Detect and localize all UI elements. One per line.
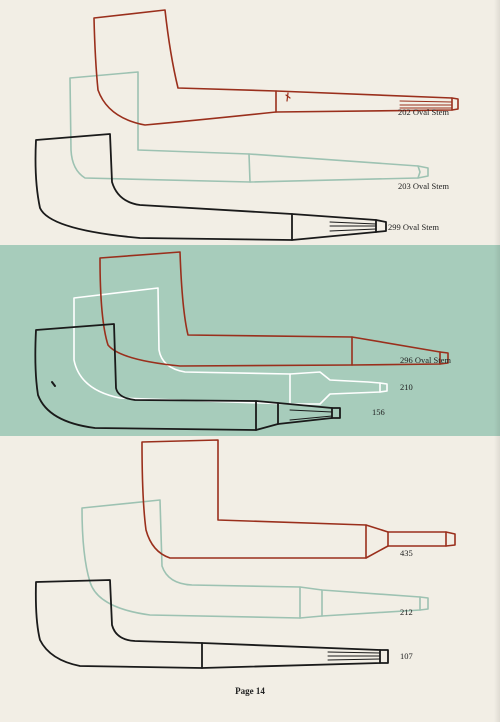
pipe-296-model: 296 <box>400 355 413 365</box>
page-number: Page 14 <box>235 686 265 696</box>
pipe-435-label: 435 <box>400 548 413 558</box>
pipe-156-label: 156 <box>372 407 385 417</box>
pipe-203-model: 203 <box>398 181 411 191</box>
pipe-203-stem: Oval Stem <box>412 181 449 191</box>
pipe-156-outline <box>34 323 341 431</box>
pipe-202-outline <box>93 9 459 126</box>
pipe-202-model: 202 <box>398 107 411 117</box>
green-band <box>0 245 500 436</box>
pipe-299-stem: Oval Stem <box>402 222 439 232</box>
pipe-203-label: 203 Oval Stem <box>398 181 449 191</box>
pipe-202-label: 202 Oval Stem <box>398 107 449 117</box>
pipe-296-stem: Oval Stem <box>414 355 451 365</box>
pipe-212-outline <box>81 499 429 619</box>
pipe-435-outline <box>141 439 456 559</box>
pipe-299-model: 299 <box>388 222 401 232</box>
pipe-210-model: 210 <box>400 382 413 392</box>
pipe-210-label: 210 <box>400 382 413 392</box>
pipe-107-outline <box>34 579 389 669</box>
pipe-107-label: 107 <box>400 651 413 661</box>
pipe-299-label: 299 Oval Stem <box>388 222 439 232</box>
pipe-212-model: 212 <box>400 607 413 617</box>
pipe-156-model: 156 <box>372 407 385 417</box>
page-edge-shadow <box>494 0 500 722</box>
pipe-203-outline <box>69 71 429 183</box>
pipe-107-model: 107 <box>400 651 413 661</box>
pipe-299-outline <box>34 133 387 241</box>
pipe-202-stem: Oval Stem <box>412 107 449 117</box>
pipe-212-label: 212 <box>400 607 413 617</box>
pipe-435-model: 435 <box>400 548 413 558</box>
pipe-296-outline <box>99 251 449 367</box>
pipe-210-outline <box>73 287 388 405</box>
pipe-296-label: 296 Oval Stem <box>400 355 451 365</box>
